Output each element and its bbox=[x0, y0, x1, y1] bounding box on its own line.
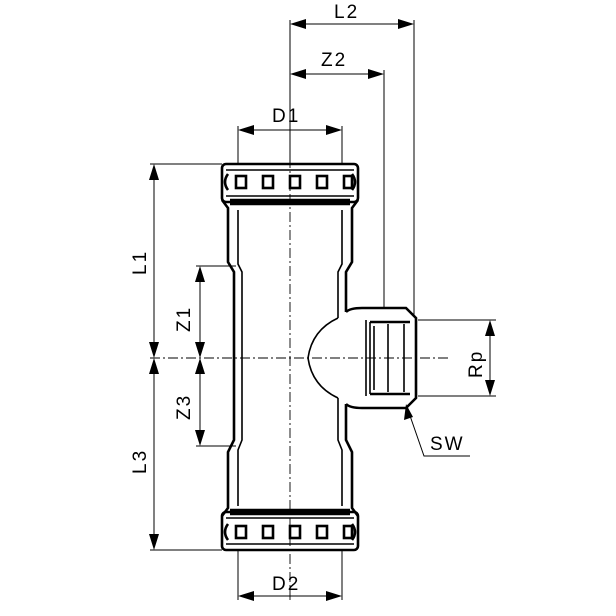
leader-SW bbox=[404, 404, 470, 457]
label-Z1: Z1 bbox=[174, 306, 195, 332]
dimension-Z1 bbox=[195, 266, 205, 358]
dimension-D1 bbox=[238, 125, 342, 135]
label-SW: SW bbox=[430, 434, 465, 455]
dimension-L2 bbox=[290, 19, 414, 29]
label-L3: L3 bbox=[130, 449, 151, 474]
label-Z3: Z3 bbox=[174, 394, 195, 420]
label-D2: D2 bbox=[272, 574, 300, 595]
label-D1: D1 bbox=[272, 106, 300, 127]
label-Rp: Rp bbox=[466, 350, 487, 378]
bottom-press-end bbox=[220, 508, 360, 552]
bottom-seal-rings bbox=[223, 523, 357, 541]
dimension-Z3 bbox=[195, 358, 205, 446]
top-seal-rings bbox=[223, 173, 357, 191]
dimension-Z2 bbox=[290, 69, 384, 79]
dimension-L1 bbox=[149, 164, 159, 358]
dimension-L3 bbox=[149, 358, 159, 550]
label-Z2: Z2 bbox=[321, 50, 347, 71]
label-L2: L2 bbox=[334, 2, 359, 23]
label-L1: L1 bbox=[130, 250, 151, 275]
dimension-D2 bbox=[238, 591, 342, 601]
dimension-Rp bbox=[485, 320, 495, 396]
extension-lines bbox=[150, 20, 496, 600]
threaded-branch bbox=[307, 306, 418, 410]
tee-body bbox=[220, 199, 360, 517]
